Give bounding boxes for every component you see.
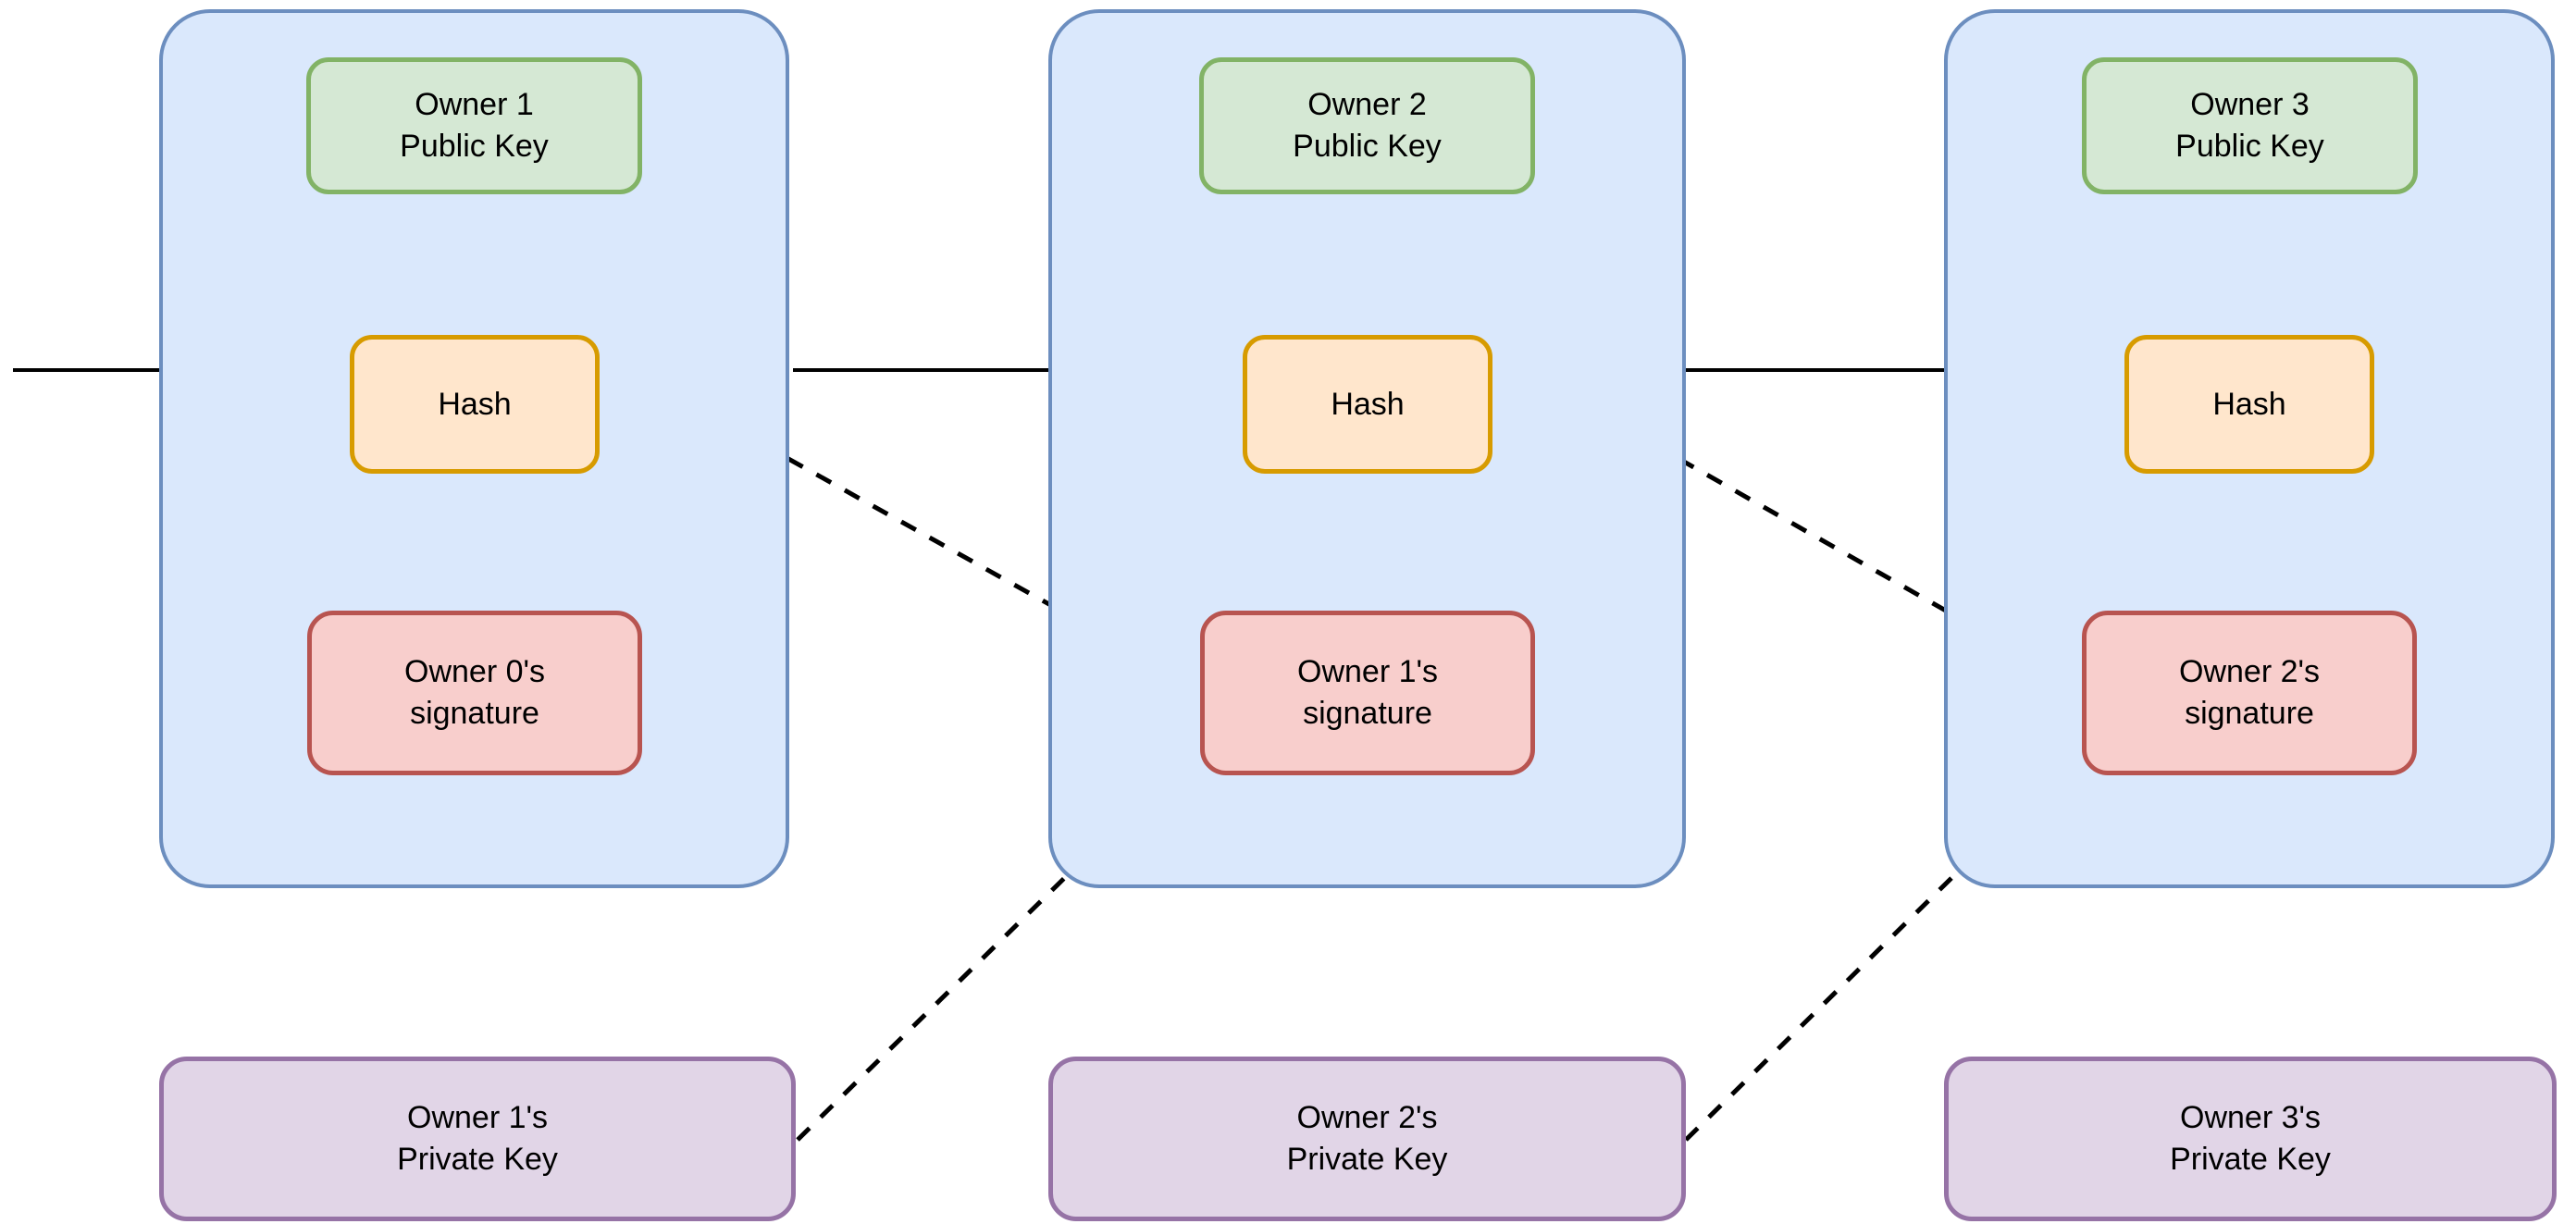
public-key-box-3: Owner 3 Public Key <box>2082 57 2418 194</box>
signature-1-line2: signature <box>410 696 539 731</box>
private-key-2-line1: Owner 2's <box>1296 1100 1438 1135</box>
hash-box-2: Hash <box>1243 335 1492 474</box>
signature-box-2: Owner 1's signature <box>1200 611 1535 775</box>
signature-2-line2: signature <box>1303 696 1432 731</box>
public-key-box-1: Owner 1 Public Key <box>306 57 642 194</box>
public-key-3-line2: Public Key <box>2175 129 2324 164</box>
signature-box-3: Owner 2's signature <box>2082 611 2417 775</box>
public-key-1-line1: Owner 1 <box>415 87 534 122</box>
private-key-box-3: Owner 3's Private Key <box>1944 1057 2557 1221</box>
private-key-1-line1: Owner 1's <box>407 1100 548 1135</box>
private-key-3-line1: Owner 3's <box>2180 1100 2321 1135</box>
signature-2-line1: Owner 1's <box>1297 654 1438 689</box>
signature-1-line1: Owner 0's <box>404 654 545 689</box>
private-key-3-line2: Private Key <box>2170 1142 2331 1177</box>
public-key-box-2: Owner 2 Public Key <box>1199 57 1535 194</box>
hash-1-label: Hash <box>438 386 512 422</box>
private-key-box-2: Owner 2's Private Key <box>1048 1057 1686 1221</box>
private-key-box-1: Owner 1's Private Key <box>159 1057 796 1221</box>
hash-3-label: Hash <box>2212 386 2286 422</box>
public-key-3-line1: Owner 3 <box>2190 87 2310 122</box>
private-key-2-line2: Private Key <box>1286 1142 1448 1177</box>
hash-box-1: Hash <box>350 335 600 474</box>
public-key-2-line2: Public Key <box>1293 129 1442 164</box>
signature-3-line2: signature <box>2185 696 2314 731</box>
signature-box-1: Owner 0's signature <box>307 611 642 775</box>
private-key-1-line2: Private Key <box>397 1142 558 1177</box>
public-key-1-line2: Public Key <box>400 129 549 164</box>
signature-3-line1: Owner 2's <box>2179 654 2320 689</box>
hash-2-label: Hash <box>1331 386 1405 422</box>
public-key-2-line1: Owner 2 <box>1307 87 1427 122</box>
hash-box-3: Hash <box>2124 335 2374 474</box>
